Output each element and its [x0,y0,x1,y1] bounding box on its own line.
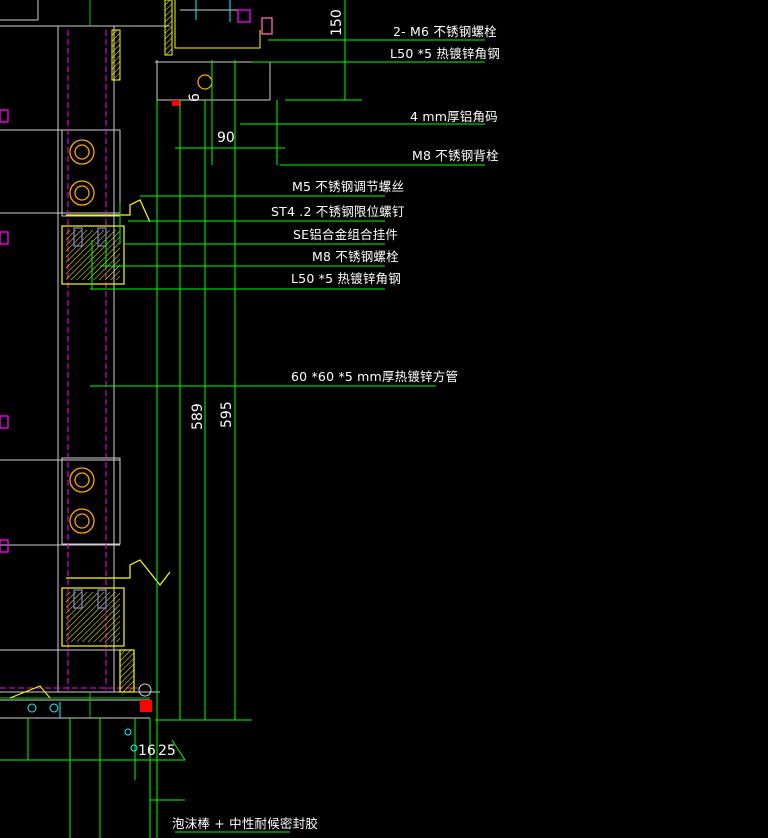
dim-25: 25 [158,743,176,759]
red-seals [140,100,180,712]
magenta-hardware [0,9,273,553]
callout-l50-angle-mid: L50 *5 热镀锌角钢 [291,271,401,286]
dim-595: 595 [219,401,235,428]
dim-589: 589 [190,403,206,430]
insulation-details [73,227,107,609]
callout-m8-bolt: M8 不锈钢螺栓 [312,249,399,264]
callout-m6-bolt: 2- M6 不锈钢螺栓 [393,24,497,39]
callout-m5-adjust-screw: M5 不锈钢调节螺丝 [292,179,405,194]
cyan-details [27,0,231,718]
callout-foam-seal: 泡沫棒 + 中性耐候密封胶 [172,816,319,831]
callout-st4-limit-nail: ST4 .2 不锈钢限位螺钉 [271,204,405,219]
dim-150: 150 [329,9,345,36]
structure-frame [0,0,178,719]
glass-edge-dashed [0,30,140,690]
callout-square-tube: 60 *60 *5 mm厚热镀锌方管 [291,369,459,384]
callout-l50-angle-top: L50 *5 热镀锌角钢 [390,46,500,61]
dim-6: 6 [187,93,203,102]
callout-m8-back-bolt: M8 不锈钢背栓 [412,148,499,163]
leader-lines [0,0,485,838]
hanger-brackets [61,199,171,693]
dim-90: 90 [217,130,235,146]
callout-se-hanger: SE铝合金组合挂件 [293,227,399,242]
green-columns [0,0,150,718]
bolt-group [69,74,213,534]
callout-aluminum-code: 4 mm厚铝角码 [410,109,498,124]
dim-16: 16 [138,743,156,759]
bottom-fixtures [9,683,152,752]
top-channel [111,0,271,101]
